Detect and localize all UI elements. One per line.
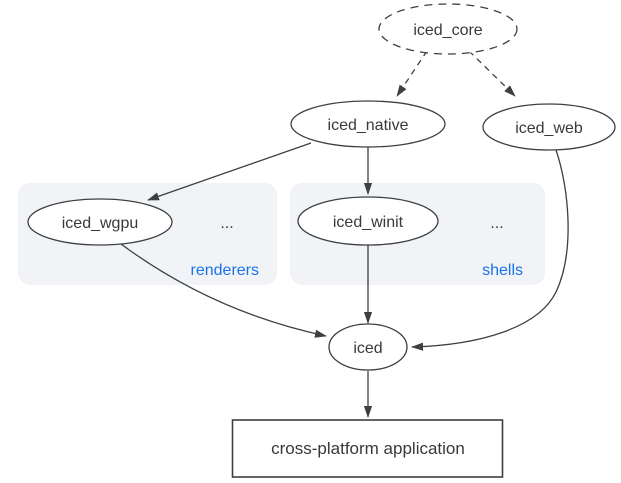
node-iced-core: iced_core [378,3,518,55]
node-iced-core-label: iced_core [413,22,482,39]
node-iced: iced [328,323,408,371]
node-application: cross-platform application [231,419,504,478]
edge-iced-native-to-iced-wgpu [147,142,312,201]
edge-iced-core-to-iced-web [468,50,516,97]
group-shells-ellipsis: ... [490,215,503,232]
node-iced-label: iced [353,340,382,357]
node-iced-ellipse [328,323,408,371]
node-iced-native-label: iced_native [328,117,409,134]
node-iced-winit-label: iced_winit [333,214,404,231]
node-iced-wgpu-label: iced_wgpu [62,215,139,232]
node-iced-native: iced_native [290,100,446,148]
node-iced-winit: iced_winit [297,196,439,246]
node-iced-wgpu-ellipse [27,198,173,246]
edge-iced-wgpu-to-iced [120,243,327,338]
group-shells-label: shells [482,262,523,279]
edge-iced-web-to-iced [411,149,569,351]
node-iced-web-label: iced_web [515,120,583,137]
node-iced-web-ellipse [482,103,616,151]
node-iced-wgpu: iced_wgpu [27,198,173,246]
group-renderers-ellipsis: ... [220,215,233,232]
node-iced-web: iced_web [482,103,616,151]
node-iced-winit-ellipse [297,196,439,246]
node-iced-core-ellipse [378,3,518,55]
node-application-rect [231,419,504,478]
node-application-label: cross-platform application [271,439,465,458]
edge-iced-core-to-iced-native [396,50,428,97]
group-renderers-label: renderers [191,262,259,279]
node-iced-native-ellipse [290,100,446,148]
